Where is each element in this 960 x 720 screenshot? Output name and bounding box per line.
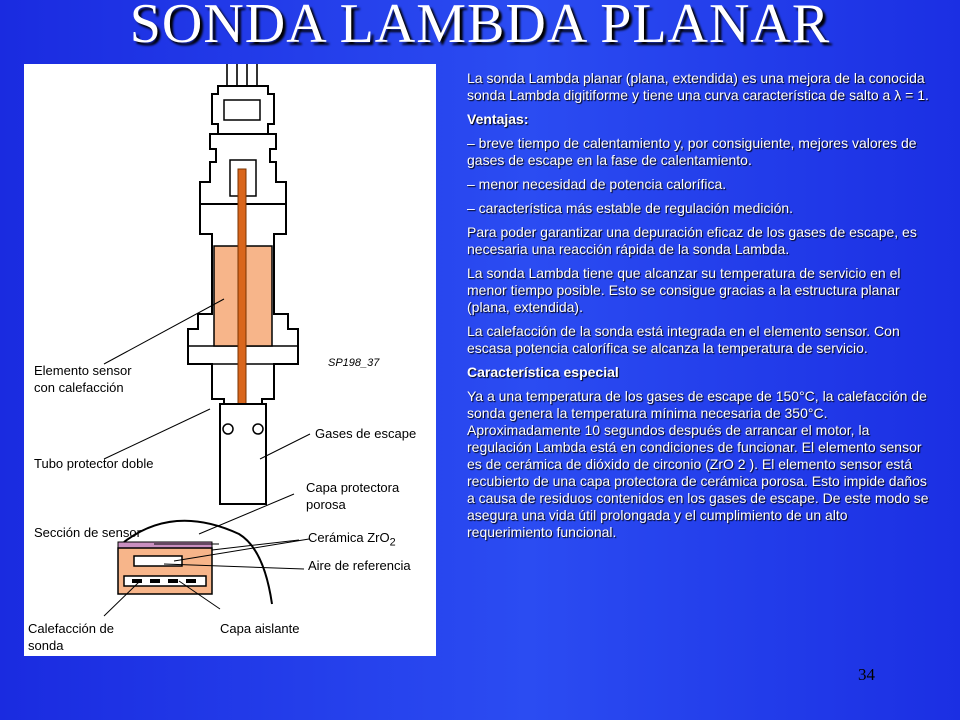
paragraph-especial: Ya a una temperatura de los gases de esc… — [467, 388, 929, 540]
ventaja-item-2: – menor necesidad de potencia calorífica… — [467, 176, 727, 192]
label-capa-protectora-line-1: Capa protectora — [306, 480, 400, 495]
ventaja-item-1: – breve tiempo de calentamiento y, por c… — [467, 135, 917, 168]
label-calefaccion-sonda-line-1: Calefacción de — [28, 621, 114, 636]
label-tubo-protector: Tubo protector doble — [34, 456, 154, 471]
paragraph-intro: La sonda Lambda planar (plana, extendida… — [467, 70, 929, 103]
label-capa-aislante: Capa aislante — [220, 621, 300, 636]
slide-title: SONDA LAMBDA PLANAR — [129, 0, 831, 55]
label-calefaccion-sonda-line-2: sonda — [28, 638, 64, 653]
sensor-drawing — [103, 64, 311, 617]
ventaja-item-3: – característica más estable de regulaci… — [467, 200, 794, 216]
body-text: La sonda Lambda planar (plana, extendida… — [467, 70, 929, 548]
heading-caracteristica: Característica especial — [467, 364, 619, 380]
paragraph-depuracion: Para poder garantizar una depuración efi… — [467, 224, 917, 257]
paragraph-calefaccion: La calefacción de la sonda está integrad… — [467, 323, 900, 356]
sensor-diagram: SP198_37 Elemento sensor con calefacción… — [24, 64, 436, 656]
label-capa-protectora-line-2: porosa — [306, 497, 346, 512]
page-number: 34 — [858, 665, 875, 684]
heading-ventajas: Ventajas: — [467, 111, 529, 127]
label-ceramica: Cerámica ZrO2 — [308, 530, 396, 551]
label-seccion-sensor: Sección de sensor — [34, 525, 141, 540]
label-elemento-sensor-line-2: con calefacción — [34, 380, 124, 395]
label-elemento-sensor-line-1: Elemento sensor — [34, 363, 132, 378]
label-ceramica-subscript: 2 — [389, 536, 396, 549]
label-aire-referencia: Aire de referencia — [308, 558, 411, 573]
figure-code: SP198_37 — [328, 357, 380, 369]
label-ceramica-text: Cerámica ZrO — [308, 530, 390, 545]
label-gases-escape: Gases de escape — [315, 426, 417, 441]
paragraph-temperatura: La sonda Lambda tiene que alcanzar su te… — [467, 265, 901, 315]
